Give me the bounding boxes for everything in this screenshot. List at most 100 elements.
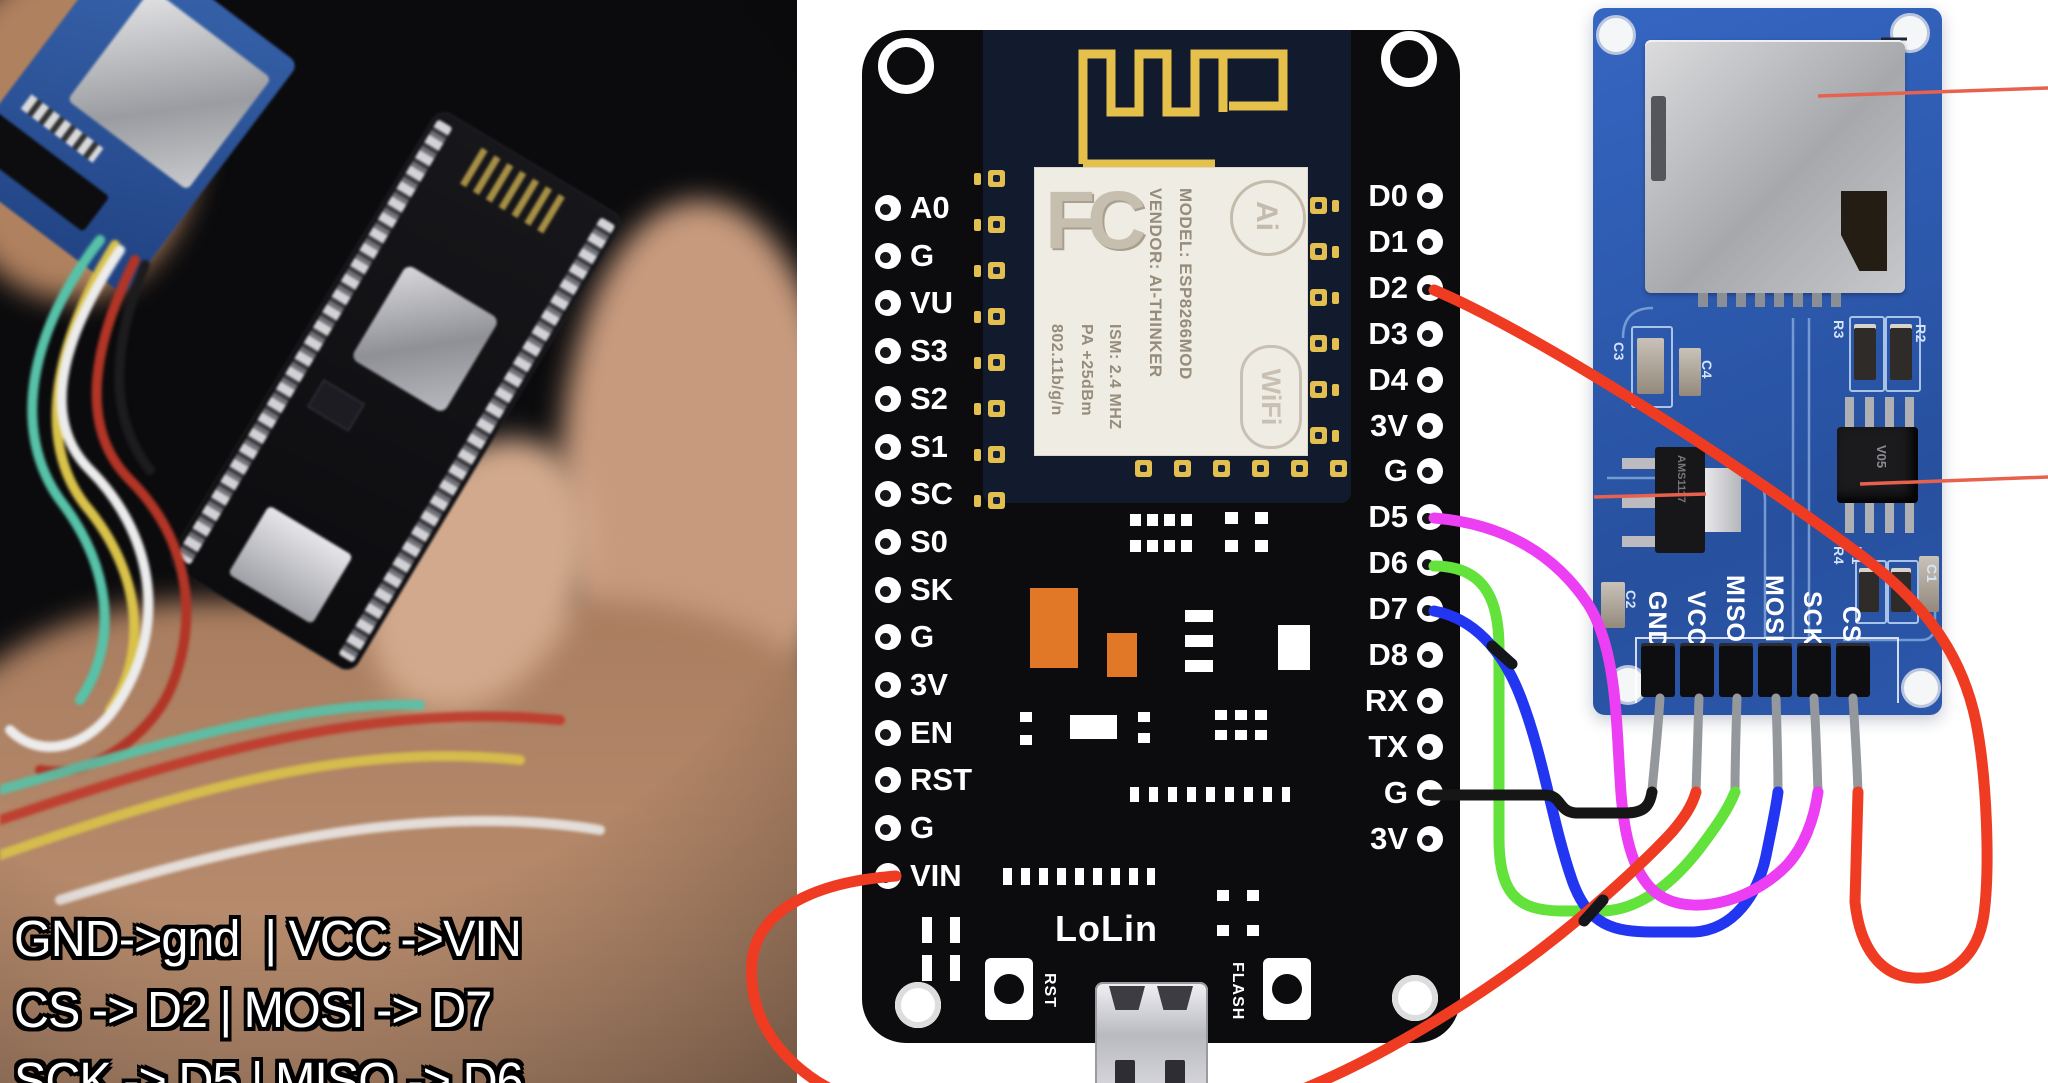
voltage-regulator: AMS1117 (1655, 447, 1705, 553)
mounting-hole (1596, 15, 1636, 55)
pin-hole-icon (1417, 367, 1443, 393)
pin-hole-icon (875, 481, 901, 507)
pin-label: S3 (910, 333, 948, 368)
pin-hole-icon (875, 529, 901, 555)
pin-hole-icon (1417, 183, 1443, 209)
ic-leg (1865, 397, 1874, 427)
gold-pad-stub (974, 173, 981, 185)
pin-hole-icon (1417, 734, 1443, 760)
esp-sticker: FC MODEL: ESP8266MOD VENDOR: AI-THINKER … (1035, 168, 1307, 455)
pin-hole-icon (875, 243, 901, 269)
gold-pad (988, 170, 1005, 187)
gold-pad (1310, 243, 1327, 260)
silk-marks (1130, 514, 1192, 526)
pin-hole-icon (875, 672, 901, 698)
level-shifter-ic: V05 (1837, 427, 1918, 503)
pin-label: D8 (1368, 637, 1408, 672)
pin-label: S1 (910, 429, 948, 464)
mounting-hole (1901, 668, 1941, 708)
reset-button[interactable] (985, 958, 1033, 1020)
silk-marks (1217, 925, 1229, 936)
gold-pad-stub (974, 357, 981, 369)
gold-pad (1310, 381, 1327, 398)
gold-pad (988, 216, 1005, 233)
pin-hole-icon (1417, 321, 1443, 347)
silk-label-c4: C4 (1699, 360, 1715, 379)
sticker-vendor: VENDOR: AI-THINKER (1146, 188, 1165, 378)
silk-marks (1130, 787, 1290, 802)
pin-label: 3V (1370, 821, 1408, 856)
pin-label: D7 (1368, 591, 1408, 626)
resistor (1891, 568, 1911, 612)
silk-marks (1217, 890, 1229, 901)
pin-left-en: EN (875, 715, 954, 750)
gold-pad (1135, 460, 1152, 477)
gold-pad-stub (1332, 246, 1339, 258)
sd-card-slot (1645, 40, 1905, 293)
pin-left-3v: 3V (875, 667, 948, 702)
nodemcu-board: FC MODEL: ESP8266MOD VENDOR: AI-THINKER … (862, 30, 1460, 1083)
gold-pad-stub (974, 403, 981, 415)
pin-hole-icon (1417, 780, 1443, 806)
flash-button[interactable] (1263, 958, 1311, 1020)
pin-label: RX (1364, 683, 1408, 718)
silk-marks (922, 955, 932, 981)
pin-label: D3 (1368, 316, 1408, 351)
silk-label-c2: C2 (1623, 590, 1639, 609)
capacitor (1679, 348, 1701, 396)
pin-hole-icon (875, 386, 901, 412)
pin-right-d3: D3 (1318, 316, 1443, 351)
gold-pad (1310, 427, 1327, 444)
pin-hole-icon (875, 624, 901, 650)
pin-right-rx: RX (1318, 683, 1443, 718)
mounting-hole (1392, 975, 1438, 1021)
sticker-model: MODEL: ESP8266MOD (1176, 188, 1195, 380)
silk-marks (1185, 635, 1213, 647)
gold-pad-stub (974, 311, 981, 323)
regulator-tab (1705, 468, 1741, 532)
gold-pad (988, 492, 1005, 509)
capacitor (1637, 338, 1664, 394)
gold-pad-stub (1332, 338, 1339, 350)
pin-label: S2 (910, 381, 948, 416)
pin-right-d7: D7 (1318, 591, 1443, 626)
pin-label: G (910, 619, 935, 654)
pin-label: EN (910, 715, 954, 750)
gold-pad (1252, 460, 1269, 477)
mounting-hole (1381, 31, 1437, 87)
pin-left-g: G (875, 810, 934, 845)
silk-marks (1225, 540, 1269, 552)
flash-button-label: FLASH (1229, 962, 1246, 1021)
pin-left-rst: RST (875, 762, 972, 797)
pin-label: D0 (1368, 178, 1408, 213)
gold-pad (1174, 460, 1191, 477)
fcc-logo: FC (1045, 175, 1146, 266)
gold-pad (1310, 197, 1327, 214)
sd-module-board: C3 C4 R3 R2 V05 AMS1117 C2 R4 R1 (1593, 8, 1942, 715)
silk-label-r2: R2 (1913, 324, 1929, 343)
caption-line: GND->gnd | VCC ->VIN (14, 910, 522, 967)
component-white (1278, 625, 1310, 670)
regulator-leg (1622, 497, 1655, 508)
component-orange (1107, 633, 1137, 677)
wifi-logo: WiFi (1240, 345, 1302, 449)
pin-hole-icon (875, 815, 901, 841)
silk-marks (950, 955, 960, 981)
resistor (1854, 324, 1876, 380)
gold-pad-stub (1332, 384, 1339, 396)
gold-pad-stub (1332, 292, 1339, 304)
pin-left-vin: VIN (875, 858, 962, 893)
pin-left-s1: S1 (875, 429, 948, 464)
ai-thinker-logo: Ai (1230, 180, 1306, 256)
wire-g-gnd (1426, 786, 1658, 819)
gold-pad (1310, 289, 1327, 306)
pin-left-g: G (875, 238, 934, 273)
pin-right-d6: D6 (1318, 545, 1443, 580)
pin-right-d8: D8 (1318, 637, 1443, 672)
pin-left-sk: SK (875, 572, 953, 607)
gold-pad-stub (974, 449, 981, 461)
silk-marks (1215, 730, 1267, 740)
